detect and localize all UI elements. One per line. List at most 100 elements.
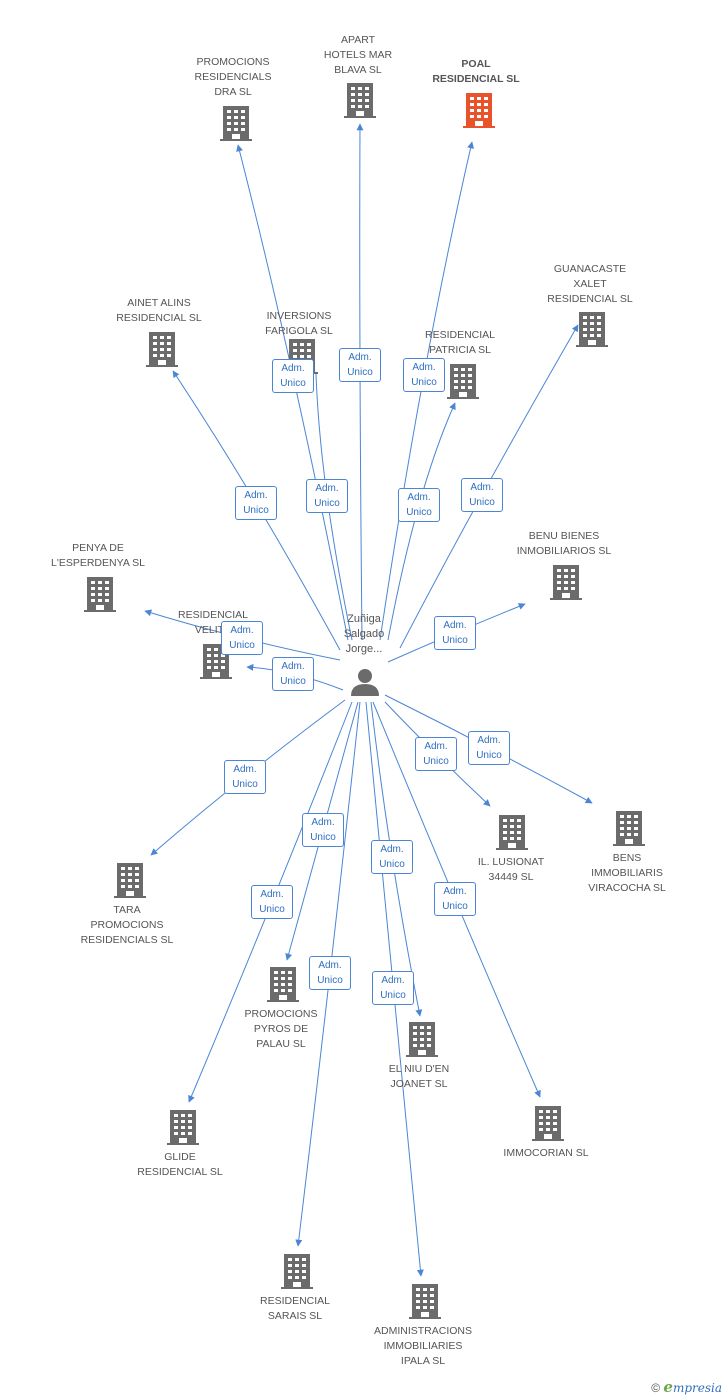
edge-role-label[interactable]: Adm.Unico xyxy=(403,358,445,392)
building-icon-bens-immobiliaris[interactable] xyxy=(613,811,645,846)
node-label-line: PENYA DE xyxy=(72,542,124,554)
edge-role-label[interactable]: Adm. Unico xyxy=(306,479,348,513)
edge-role-line: Adm. xyxy=(260,889,284,900)
edge-role-label[interactable]: Adm.Unico xyxy=(339,348,381,382)
node-label-line: BLAVA SL xyxy=(334,64,382,76)
edge-role-label[interactable]: Adm.Unico xyxy=(251,885,293,919)
edge-role-line: Adm. xyxy=(443,886,467,897)
brand-logo[interactable]: empresia xyxy=(663,1378,722,1396)
edge-role-line: Adm. xyxy=(244,490,268,501)
edge-role-line: Adm. xyxy=(380,844,404,855)
edge-role-line: Unico xyxy=(442,635,468,646)
building-icon-glide-residencial[interactable] xyxy=(167,1110,199,1145)
edge-role-line: Adm. xyxy=(477,735,501,746)
edge-role-label[interactable]: Adm.Unico xyxy=(272,359,314,393)
building-icon-immocorian[interactable] xyxy=(532,1106,564,1141)
edge-role-label[interactable]: Adm. Unico xyxy=(371,840,413,874)
building-icon-il-lusionat[interactable] xyxy=(496,815,528,850)
edge-role-label[interactable]: Adm.Unico xyxy=(468,731,510,765)
edge-role-label[interactable]: Adm.Unico xyxy=(224,760,266,794)
edge-role-label[interactable]: Adm. Unico xyxy=(398,488,440,522)
building-icon-residencial-patricia[interactable] xyxy=(447,364,479,399)
edge-role-line: Unico xyxy=(314,498,340,509)
edge-role-label[interactable]: Adm.Unico xyxy=(272,657,314,691)
edge-role-label[interactable]: Adm.Unico xyxy=(461,478,503,512)
node-label-line: RESIDENCIAL xyxy=(424,329,496,341)
node-label-line: PROMOCIONS xyxy=(90,919,164,931)
node-label-line: TARA xyxy=(113,904,141,916)
node-label-line: PROMOCIONS xyxy=(244,1008,318,1020)
building-icon-ainet-alins[interactable] xyxy=(146,332,178,367)
node-label-line: PATRICIA SL xyxy=(428,344,492,356)
node-label-line: POAL xyxy=(461,58,491,70)
edge-role-label[interactable]: Adm.Unico xyxy=(434,616,476,650)
edge-role-line: Unico xyxy=(280,378,306,389)
edge-role-line: Unico xyxy=(317,975,343,986)
edge-role-line: Unico xyxy=(406,507,432,518)
building-icon-tara-promocions[interactable] xyxy=(114,863,146,898)
building-icon-poal-residencial[interactable] xyxy=(463,93,495,128)
edge-role-line: Adm. xyxy=(318,960,342,971)
building-icon-promocions-residencials-dra[interactable] xyxy=(220,106,252,141)
building-icon-guanacaste-xalet[interactable] xyxy=(576,312,608,347)
edge-role-label[interactable]: Adm.Unico xyxy=(372,971,414,1005)
node-label-line: APART xyxy=(340,34,376,46)
node-label-line: RESIDENCIAL SL xyxy=(547,293,633,305)
edge-role-line: Unico xyxy=(243,505,269,516)
center-person-label[interactable]: Zuñiga Salgado Jorge... xyxy=(314,612,414,657)
edge-role-line: Unico xyxy=(442,901,468,912)
edge-role-line: Adm. xyxy=(315,483,339,494)
node-label-line: IMMOBILIARIS xyxy=(591,867,663,879)
edge-role-line: Adm. xyxy=(230,625,254,636)
edge-role-line: Adm. xyxy=(407,492,431,503)
node-label-immocorian[interactable]: IMMOCORIAN SL xyxy=(476,1146,616,1161)
edge-role-label[interactable]: Adm. Unico xyxy=(221,621,263,655)
node-label-line: 34449 SL xyxy=(488,871,534,883)
edge-role-label[interactable]: Adm. Unico xyxy=(309,956,351,990)
node-label-residencial-patricia[interactable]: RESIDENCIAL PATRICIA SL xyxy=(390,328,530,358)
node-label-line: BENS xyxy=(612,852,642,864)
building-icon-administracions-ipala[interactable] xyxy=(409,1284,441,1319)
node-label-line: ADMINISTRACIONS xyxy=(373,1325,472,1337)
icons-layer xyxy=(84,83,645,1319)
edge-role-line: Unico xyxy=(229,640,255,651)
node-label-line: INVERSIONS xyxy=(266,310,332,322)
node-label-line: PROMOCIONS xyxy=(196,56,270,68)
building-icon-penya-esperdenya[interactable] xyxy=(84,577,116,612)
edge-role-label[interactable]: Adm.Unico xyxy=(415,737,457,771)
building-icon-promocions-pyros[interactable] xyxy=(267,967,299,1002)
edge-role-line: Unico xyxy=(347,367,373,378)
edge-role-line: Unico xyxy=(379,859,405,870)
building-icon-benu-bienes[interactable] xyxy=(550,565,582,600)
node-label-bens-immobiliaris[interactable]: BENS IMMOBILIARIS VIRACOCHA SL xyxy=(557,851,697,896)
node-label-line: VIRACOCHA SL xyxy=(588,882,666,894)
node-label-line: RESIDENCIAL SL xyxy=(137,1166,223,1178)
edge-role-label[interactable]: Adm. Unico xyxy=(434,882,476,916)
edge-role-line: Adm. xyxy=(233,764,257,775)
node-label-line: JOANET SL xyxy=(390,1078,448,1090)
edge-role-label[interactable]: Adm. Unico xyxy=(235,486,277,520)
footer-brand: © empresia xyxy=(651,1378,722,1396)
node-label-line: IMMOCORIAN SL xyxy=(503,1147,589,1159)
building-icon-apart-hotels-mar-blava[interactable] xyxy=(344,83,376,118)
building-icon-el-niu-joanet[interactable] xyxy=(406,1022,438,1057)
person-icon[interactable] xyxy=(351,669,379,696)
building-icon-residencial-sarais[interactable] xyxy=(281,1254,313,1289)
edge-role-label[interactable]: Adm.Unico xyxy=(302,813,344,847)
